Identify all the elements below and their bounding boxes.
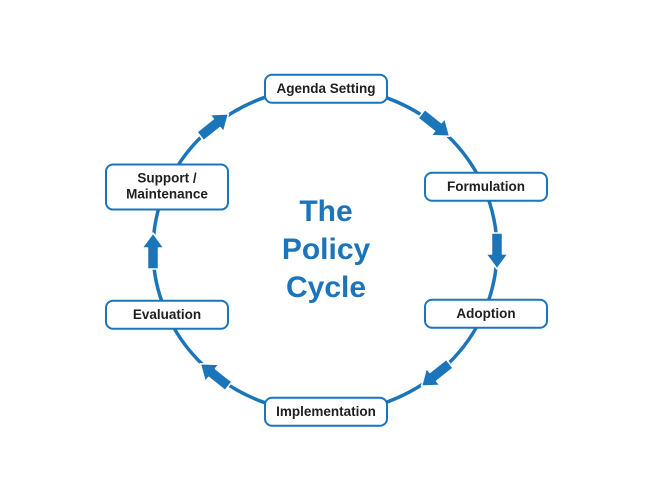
arrow-top-left-icon bbox=[196, 113, 230, 142]
node-evaluation: Evaluation bbox=[105, 299, 229, 331]
arrow-left-icon bbox=[141, 232, 165, 270]
diagram-title-line: The bbox=[299, 195, 353, 228]
node-label: Evaluation bbox=[132, 306, 202, 322]
node-label: Formulation bbox=[447, 178, 525, 194]
node-formulation: Formulation bbox=[424, 171, 548, 203]
diagram-title-line: Cycle bbox=[285, 271, 367, 304]
node-adoption: Adoption bbox=[424, 298, 548, 330]
node-label: Adoption bbox=[456, 305, 516, 321]
arrow-bottom-right-icon bbox=[420, 358, 454, 387]
arrow-bottom-left-icon bbox=[199, 362, 233, 392]
diagram-title: The Policy Cycle bbox=[282, 193, 370, 307]
arrow-right-icon bbox=[485, 232, 509, 270]
arrow-top-right-icon bbox=[417, 108, 451, 138]
node-support-maintenance: Support / Maintenance bbox=[105, 163, 229, 211]
node-label: Agenda Setting bbox=[276, 80, 376, 96]
node-implementation: Implementation bbox=[264, 396, 388, 428]
diagram-title-line: Policy bbox=[281, 233, 371, 266]
node-label: Implementation bbox=[276, 403, 376, 419]
node-label: Support / Maintenance bbox=[126, 170, 208, 202]
node-agenda-setting: Agenda Setting bbox=[264, 73, 388, 105]
